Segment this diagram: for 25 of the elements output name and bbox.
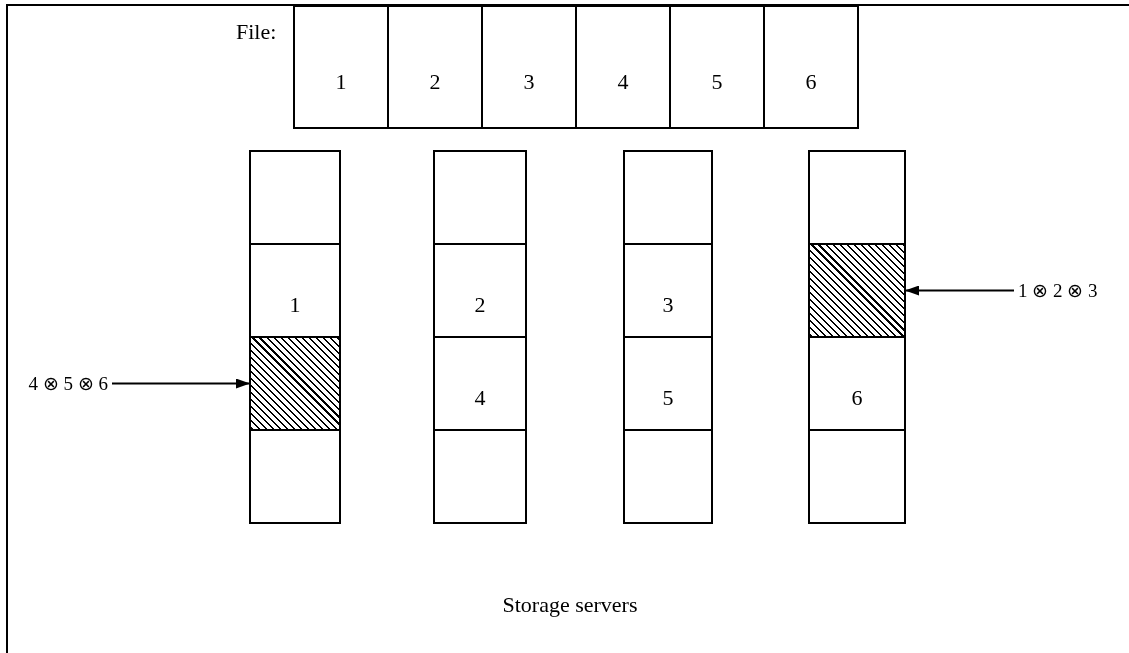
parity-label: 1 ⊗ 2 ⊗ 3: [1018, 275, 1123, 306]
parity-block: [249, 336, 341, 431]
empty-block: [433, 150, 527, 245]
file-block: 4: [575, 5, 671, 129]
data-block: 6: [808, 336, 906, 431]
arrow: [905, 285, 1015, 296]
caption-text: Storage servers: [501, 592, 639, 619]
empty-block: [808, 429, 906, 524]
data-block: 2: [433, 243, 527, 338]
data-block: 3: [623, 243, 713, 338]
empty-block: [623, 150, 713, 245]
empty-block: [433, 429, 527, 524]
empty-block: [249, 150, 341, 245]
data-block: 4: [433, 336, 527, 431]
parity-label: 4 ⊗ 5 ⊗ 6: [14, 368, 108, 399]
file-block: 6: [763, 5, 859, 129]
data-block: 5: [623, 336, 713, 431]
file-block: 5: [669, 5, 765, 129]
empty-block: [623, 429, 713, 524]
file-label: File:: [236, 19, 277, 45]
file-block: 2: [387, 5, 483, 129]
file-block: 3: [481, 5, 577, 129]
file-block: 1: [293, 5, 389, 129]
arrow: [111, 378, 250, 389]
parity-block: [808, 243, 906, 338]
